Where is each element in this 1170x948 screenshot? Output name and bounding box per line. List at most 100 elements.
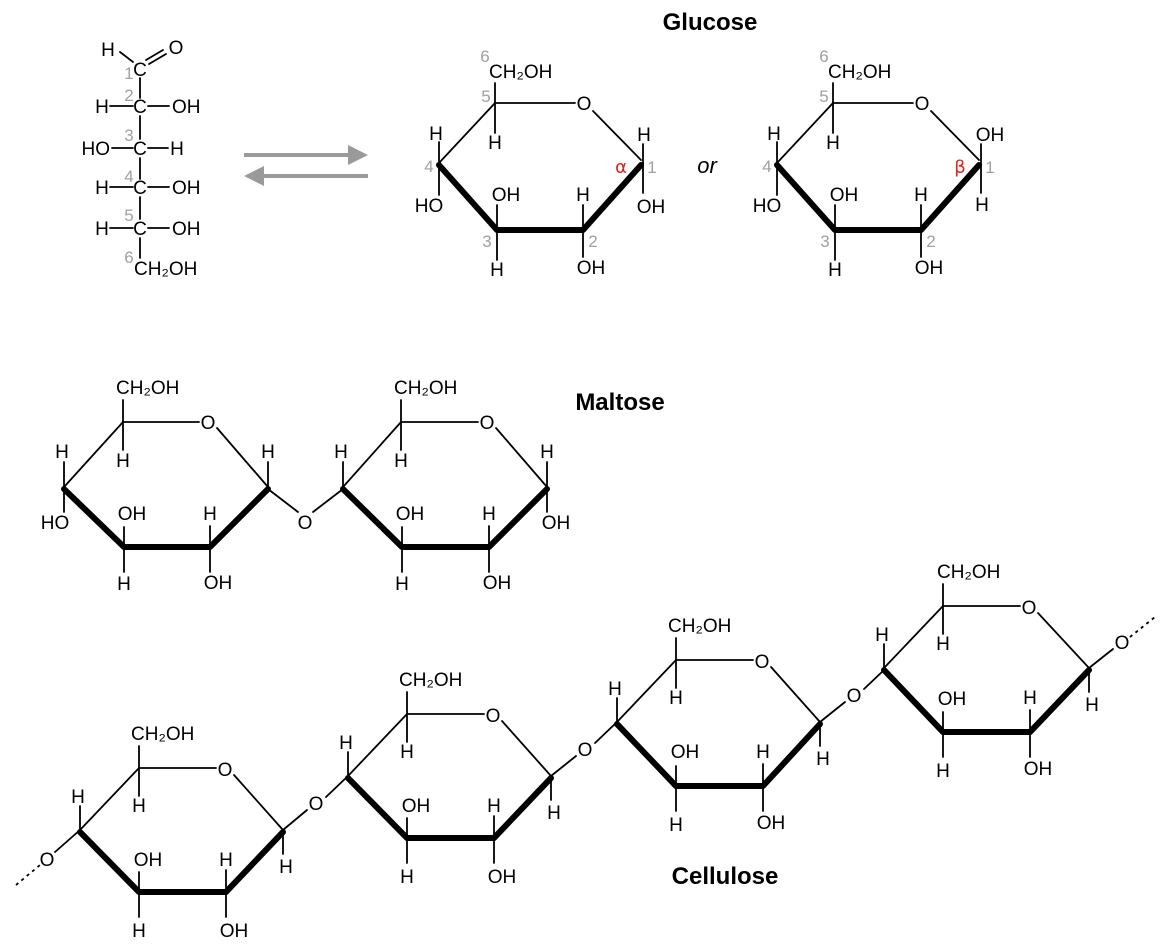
alpha-c5-h: H (488, 133, 502, 154)
c3-number: 3 (124, 126, 133, 145)
c4-number: 4 (124, 167, 133, 186)
cellulose-ring2-c5-h: H (400, 742, 414, 763)
cellulose-ring3-c3-oh: OH (671, 742, 700, 763)
alpha-c2-h: H (576, 185, 590, 206)
c2-oh: OH (172, 97, 201, 118)
beta-c2-h: H (914, 185, 928, 206)
maltose-right-c1-h: H (540, 442, 554, 463)
alpha-glucose-ring: 6 CH₂OH 5 O H H 4 HO OH 3 H H 2 OH H α 1… (415, 47, 666, 281)
cellulose-ring2-c3-oh: OH (402, 796, 431, 817)
beta-c6-number: 6 (819, 47, 828, 66)
cellulose-ring1-c1-h: H (279, 857, 293, 878)
maltose-structure: CH₂OH O H H HO OH H H OH H O CH₂OH O H H… (41, 378, 571, 595)
alpha-c4-h: H (429, 124, 443, 145)
aldehyde-h: H (101, 40, 115, 61)
maltose-left-ring-o: O (201, 413, 216, 434)
cellulose-ring2-c2-oh: OH (488, 867, 517, 888)
maltose-right-ring-o: O (480, 413, 495, 434)
cellulose-ring2-c2-h: H (487, 796, 501, 817)
beta-c5-h: H (826, 133, 840, 154)
maltose-left-c5-h: H (116, 451, 130, 472)
aldehyde-o: O (169, 38, 184, 59)
alpha-c1-oh: OH (637, 197, 666, 218)
alpha-label: α (615, 157, 627, 178)
beta-c2-oh: OH (915, 258, 944, 279)
cellulose-ring4-c3-oh: OH (938, 689, 967, 710)
glucose-title: Glucose (663, 9, 758, 36)
beta-ch2oh: CH₂OH (828, 62, 891, 83)
cellulose-ring4-ch2oh: CH₂OH (937, 562, 1000, 583)
alpha-c3-number: 3 (482, 232, 491, 251)
cellulose-ring1-c3-h: H (132, 921, 146, 942)
c3-atom: C (133, 139, 147, 160)
beta-label: β (954, 157, 966, 178)
cellulose-ring3-ring-o: O (755, 652, 770, 673)
cellulose-ring1-c2-h: H (219, 850, 233, 871)
cellulose-ring1-c2-oh: OH (220, 921, 249, 942)
beta-c3-number: 3 (820, 232, 829, 251)
beta-glucose-ring: 6 CH₂OH 5 O H H 4 HO OH 3 H H 2 OH OH β … (753, 47, 1005, 281)
alpha-c2-oh: OH (577, 258, 606, 279)
cellulose-end-o: O (1115, 633, 1130, 654)
maltose-left-c4-ho: HO (41, 513, 70, 534)
alpha-c3-h: H (490, 260, 504, 281)
alpha-ch2oh: CH₂OH (489, 62, 552, 83)
c5-number: 5 (124, 206, 133, 225)
cellulose-ring2-ch2oh: CH₂OH (399, 670, 462, 691)
cellulose-ring4-c1-h: H (1085, 695, 1099, 716)
alpha-c4-ho: HO (415, 196, 444, 217)
cellulose-structure: O CH₂OH O H H OH H H OH H O CH₂OH O H H … (15, 562, 1156, 942)
alpha-ring-o: O (577, 94, 592, 115)
beta-c3-h: H (828, 260, 842, 281)
cellulose-ring3-c3-h: H (669, 815, 683, 836)
c5-atom: C (133, 219, 147, 240)
equilibrium-arrows (244, 145, 368, 186)
cellulose-start-o: O (40, 850, 55, 871)
maltose-glycosidic-o: O (298, 513, 313, 534)
cellulose-ring1-c4-h: H (71, 787, 85, 808)
beta-c1-h: H (975, 195, 989, 216)
cellulose-ring1-ring-o: O (218, 760, 233, 781)
maltose-right-c3-oh: OH (396, 504, 425, 525)
c1-number: 1 (124, 64, 133, 83)
beta-c1-number: 1 (985, 158, 994, 177)
or-connector: or (697, 153, 718, 178)
alpha-c3-oh: OH (492, 185, 521, 206)
beta-c4-number: 4 (762, 157, 771, 176)
alpha-c5-number: 5 (481, 87, 490, 106)
beta-c2-number: 2 (926, 232, 935, 251)
beta-c5-number: 5 (819, 87, 828, 106)
c4-h: H (95, 178, 109, 199)
glucose-open-chain: H O C 1 2 H C OH 3 HO C H 4 H C OH 5 H C… (82, 38, 201, 280)
cellulose-ring4-c2-h: H (1023, 688, 1037, 709)
maltose-left-c4-h: H (55, 442, 69, 463)
maltose-left-c3-h: H (117, 574, 131, 595)
c6-number: 6 (124, 248, 133, 267)
cellulose-link2-o: O (578, 740, 593, 761)
c2-atom: C (133, 97, 147, 118)
beta-c1-oh: OH (976, 125, 1005, 146)
c2-number: 2 (124, 86, 133, 105)
alpha-c1-h: H (637, 125, 651, 146)
cellulose-ring1-ch2oh: CH₂OH (131, 724, 194, 745)
cellulose-ring1-c5-h: H (132, 796, 146, 817)
cellulose-link3-o: O (847, 686, 862, 707)
cellulose-ring2-c3-h: H (400, 867, 414, 888)
cellulose-ring4-c5-h: H (936, 634, 950, 655)
maltose-right-c5-h: H (394, 451, 408, 472)
alpha-c4-number: 4 (424, 157, 433, 176)
cellulose-ring4-c4-h: H (875, 625, 889, 646)
beta-ring-o: O (915, 94, 930, 115)
maltose-left-c3-oh: OH (118, 504, 147, 525)
beta-c3-oh: OH (830, 185, 859, 206)
c5-oh: OH (172, 219, 201, 240)
maltose-right-c4-h: H (334, 442, 348, 463)
maltose-right-c2-oh: OH (483, 573, 512, 594)
c6-ch2oh: CH₂OH (134, 259, 197, 280)
maltose-left-ch2oh: CH₂OH (116, 378, 179, 399)
alpha-c1-number: 1 (647, 158, 656, 177)
cellulose-ring3-ch2oh: CH₂OH (668, 616, 731, 637)
cellulose-ring2-ring-o: O (486, 706, 501, 727)
cellulose-ring2-c4-h: H (339, 733, 353, 754)
